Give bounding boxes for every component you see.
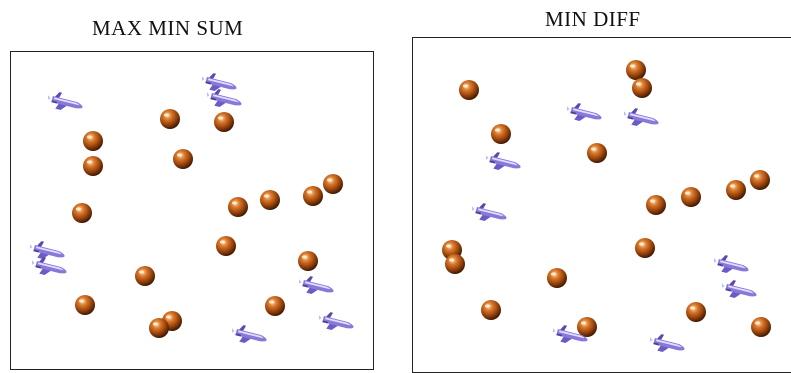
ball-icon	[491, 124, 511, 144]
shuttle-icon	[624, 108, 660, 130]
ball-icon	[72, 203, 92, 223]
ball-icon	[260, 190, 280, 210]
ball-icon	[265, 296, 285, 316]
ball-icon	[83, 131, 103, 151]
right-panel-title: MIN DIFF	[545, 7, 641, 31]
ball-icon	[587, 143, 607, 163]
shuttle-icon	[567, 103, 603, 125]
ball-icon	[750, 170, 770, 190]
shuttle-icon	[650, 334, 686, 356]
ball-icon	[298, 251, 318, 271]
ball-icon	[228, 197, 248, 217]
shuttle-icon	[48, 92, 84, 114]
ball-icon	[216, 236, 236, 256]
ball-icon	[83, 156, 103, 176]
ball-icon	[751, 317, 771, 337]
shuttle-icon	[30, 241, 66, 263]
ball-icon	[626, 60, 646, 80]
ball-icon	[323, 174, 343, 194]
ball-icon	[481, 300, 501, 320]
ball-icon	[149, 318, 169, 338]
left-panel-title: MAX MIN SUM	[92, 16, 244, 40]
ball-icon	[135, 266, 155, 286]
shuttle-icon	[32, 257, 68, 279]
shuttle-icon	[232, 325, 268, 347]
shuttle-icon	[722, 280, 758, 302]
ball-icon	[686, 302, 706, 322]
shuttle-icon	[319, 312, 355, 334]
ball-icon	[632, 78, 652, 98]
ball-icon	[445, 254, 465, 274]
ball-icon	[160, 109, 180, 129]
shuttle-icon	[486, 152, 522, 174]
ball-icon	[173, 149, 193, 169]
ball-icon	[646, 195, 666, 215]
ball-icon	[681, 187, 701, 207]
ball-icon	[547, 268, 567, 288]
ball-icon	[726, 180, 746, 200]
shuttle-icon	[714, 255, 750, 277]
ball-icon	[459, 80, 479, 100]
shuttle-icon	[207, 89, 243, 111]
shuttle-icon	[299, 276, 335, 298]
ball-icon	[303, 186, 323, 206]
shuttle-icon	[472, 203, 508, 225]
ball-icon	[75, 295, 95, 315]
ball-icon	[635, 238, 655, 258]
ball-icon	[214, 112, 234, 132]
ball-icon	[577, 317, 597, 337]
